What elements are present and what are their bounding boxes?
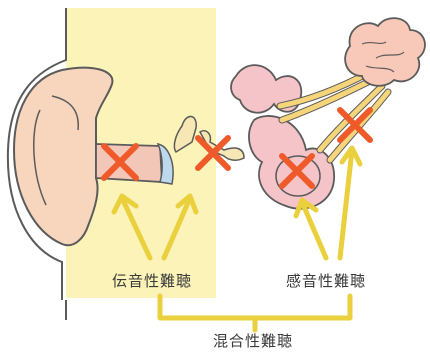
- sensorineural-hearing-loss-label: 感音性難聴: [286, 270, 366, 291]
- mixed-bracket-icon: [160, 296, 350, 330]
- conductive-hearing-loss-label: 伝音性難聴: [112, 270, 192, 291]
- brain-icon: [345, 18, 425, 86]
- arrow-icon: [340, 150, 352, 258]
- mixed-hearing-loss-label: 混合性難聴: [213, 330, 293, 351]
